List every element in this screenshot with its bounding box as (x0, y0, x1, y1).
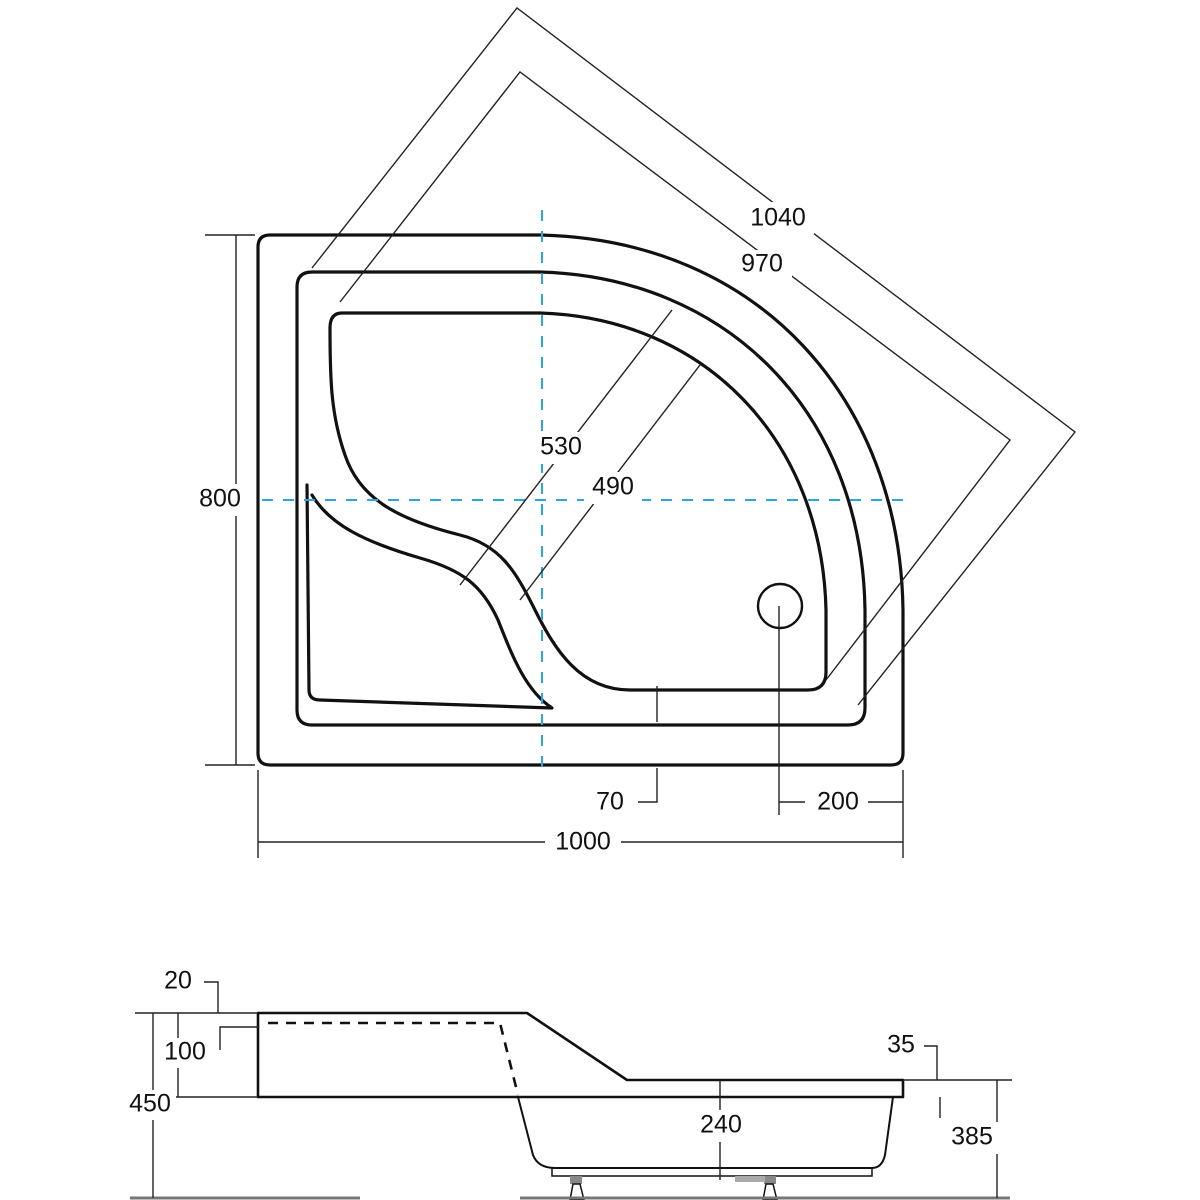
outer-outline (256, 233, 905, 767)
leg-right (762, 1176, 778, 1200)
side-profile (256, 1011, 905, 1099)
seat-outline (305, 483, 554, 710)
dim-1040-label: 1040 (750, 204, 806, 232)
dim-20-line (204, 981, 219, 1013)
siphon (735, 1176, 765, 1182)
top-view: 1040 970 530 490 800 1000 70 200 (190, 7, 1076, 858)
dim-970-label: 970 (741, 250, 783, 278)
rim-outline (295, 270, 867, 727)
tub-base (551, 1167, 873, 1177)
dim-490-label: 490 (592, 473, 634, 501)
dim-530-label: 530 (540, 433, 582, 461)
dim-35-label: 35 (887, 1031, 915, 1059)
tray-basin (328, 311, 828, 692)
dim-70-label: 70 (596, 788, 624, 816)
dim-200-label: 200 (817, 788, 859, 816)
dim-800-label: 800 (199, 485, 241, 513)
dim-70-line (638, 768, 658, 803)
dim-970-line (339, 71, 1011, 681)
dim-240-label: 240 (700, 1111, 742, 1139)
dim-35-line (924, 1045, 938, 1080)
side-view: 450 100 20 35 385 240 (124, 967, 1012, 1200)
dim-1000-label: 1000 (555, 828, 611, 856)
dim-1040-line (311, 7, 1076, 706)
dim-100-label: 100 (164, 1038, 206, 1066)
hidden-seat-line (268, 1021, 520, 1096)
dim-20-label: 20 (164, 967, 192, 995)
leg-left (569, 1176, 585, 1200)
drain (756, 582, 804, 630)
dim-450-label: 450 (129, 1090, 171, 1118)
dim-385-label: 385 (951, 1123, 993, 1151)
